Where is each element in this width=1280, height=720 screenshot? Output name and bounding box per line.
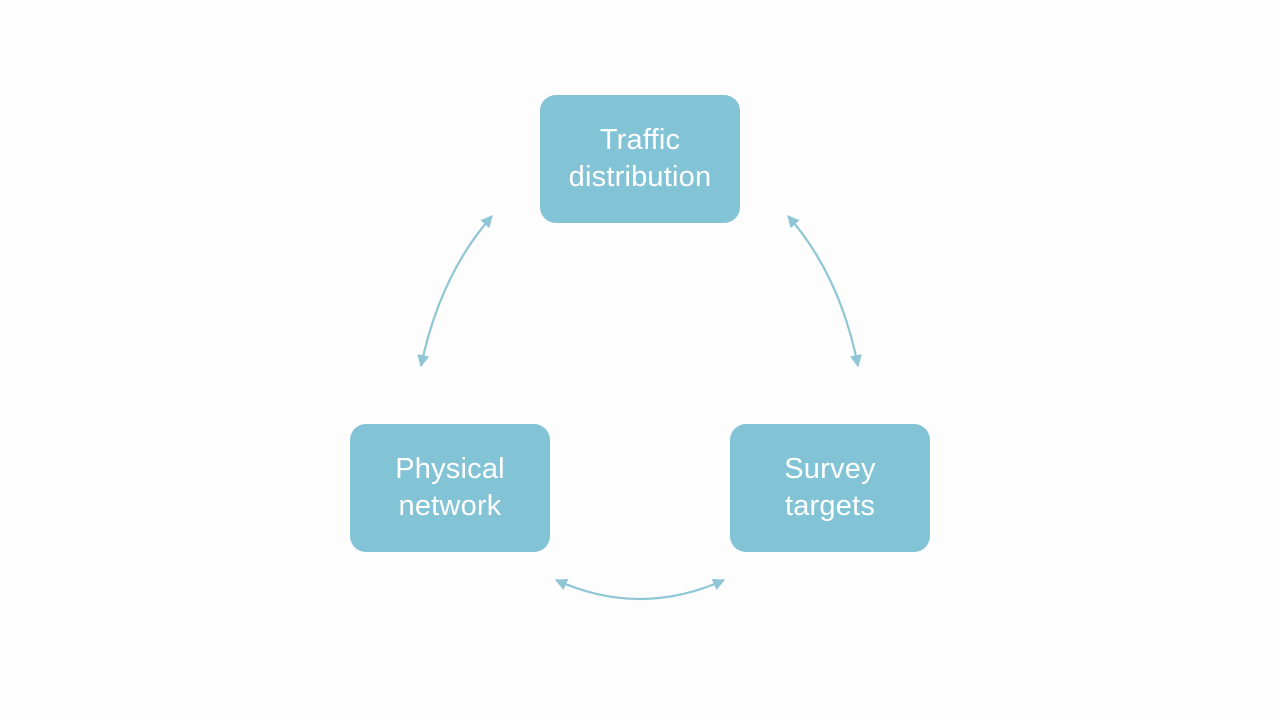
arrow-traffic-survey (787, 215, 862, 368)
arrow-physical-survey (554, 578, 726, 601)
node-traffic-distribution: Traffic distribution (540, 95, 740, 223)
node-physical-network: Physical network (350, 424, 550, 552)
arrow-physical-traffic (417, 215, 493, 368)
node-survey-targets: Survey targets (730, 424, 930, 552)
node-label-line1: Traffic (599, 124, 681, 156)
node-label-line2: targets (784, 490, 876, 522)
node-label-line1: Physical (395, 453, 505, 485)
node-label-line2: distribution (568, 161, 712, 193)
node-label-line2: network (398, 490, 502, 522)
node-label-line1: Survey (784, 453, 876, 485)
